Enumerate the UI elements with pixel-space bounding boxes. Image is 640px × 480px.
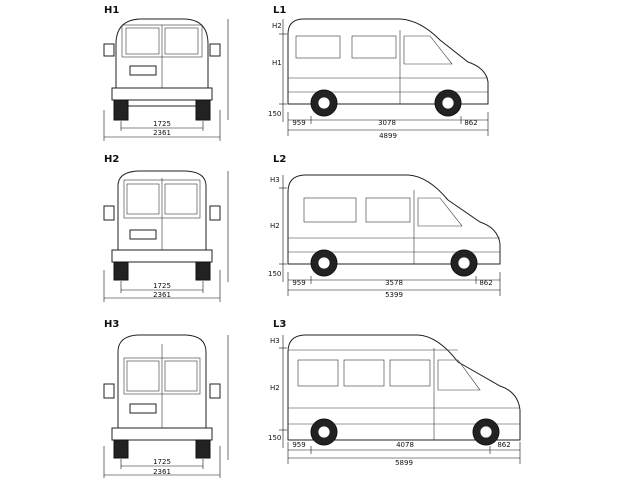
side-dimensions: H2 H1 150 959 3078 862 4899 — [268, 19, 489, 140]
side-dimensions: H3 H2 150 959 3578 862 5399 — [268, 175, 501, 299]
rear-width-dimensions: 1725 2361 — [103, 335, 229, 478]
overall-length-value: 5899 — [395, 459, 413, 467]
body-height-label: H1 — [272, 59, 282, 67]
floor-height-value: 150 — [268, 270, 281, 278]
track-width-value: 1725 — [153, 120, 171, 128]
roof-height-label: H3 — [270, 176, 280, 184]
body-height-label: H2 — [270, 384, 280, 392]
side-length-code-label: L1 — [273, 5, 286, 16]
row-h1-l1: H1 L1 1725 2361 — [103, 5, 489, 141]
rear-height-code-label: H1 — [104, 5, 119, 16]
track-width-value: 1725 — [153, 282, 171, 290]
row-h2-l2: H2 L2 1725 2361 — [103, 154, 501, 302]
overall-length-value: 5399 — [385, 291, 403, 299]
rear-width-dimensions: 1725 2361 — [103, 19, 229, 141]
side-view-van — [287, 18, 489, 117]
side-view-van — [287, 174, 501, 277]
overall-width-value: 2361 — [153, 291, 171, 299]
rear-height-code-label: H3 — [104, 319, 119, 330]
rear-height-code-label: H2 — [104, 154, 119, 165]
front-overhang-value: 959 — [292, 279, 305, 287]
rear-view-van — [103, 170, 221, 281]
rear-view-van — [103, 334, 221, 459]
floor-height-value: 150 — [268, 110, 281, 118]
wheelbase-value: 3078 — [378, 119, 396, 127]
rear-width-dimensions: 1725 2361 — [103, 171, 229, 302]
track-width-value: 1725 — [153, 458, 171, 466]
rear-overhang-value: 862 — [479, 279, 492, 287]
floor-height-value: 150 — [268, 434, 281, 442]
side-dimensions: H3 H2 150 959 4078 862 5899 — [268, 335, 521, 467]
rear-view-van — [103, 18, 221, 121]
overall-length-value: 4899 — [379, 132, 397, 140]
front-overhang-value: 959 — [292, 119, 305, 127]
overall-width-value: 2361 — [153, 129, 171, 137]
wheelbase-value: 4078 — [396, 441, 414, 449]
overall-width-value: 2361 — [153, 468, 171, 476]
rear-overhang-value: 862 — [497, 441, 510, 449]
roof-height-label: H2 — [272, 22, 282, 30]
rear-overhang-value: 862 — [464, 119, 477, 127]
wheelbase-value: 3578 — [385, 279, 403, 287]
side-length-code-label: L2 — [273, 154, 286, 165]
row-h3-l3: H3 L3 1725 2361 — [103, 319, 521, 478]
roof-height-label: H3 — [270, 337, 280, 345]
side-length-code-label: L3 — [273, 319, 286, 330]
front-overhang-value: 959 — [292, 441, 305, 449]
side-view-van — [287, 334, 521, 446]
body-height-label: H2 — [270, 222, 280, 230]
